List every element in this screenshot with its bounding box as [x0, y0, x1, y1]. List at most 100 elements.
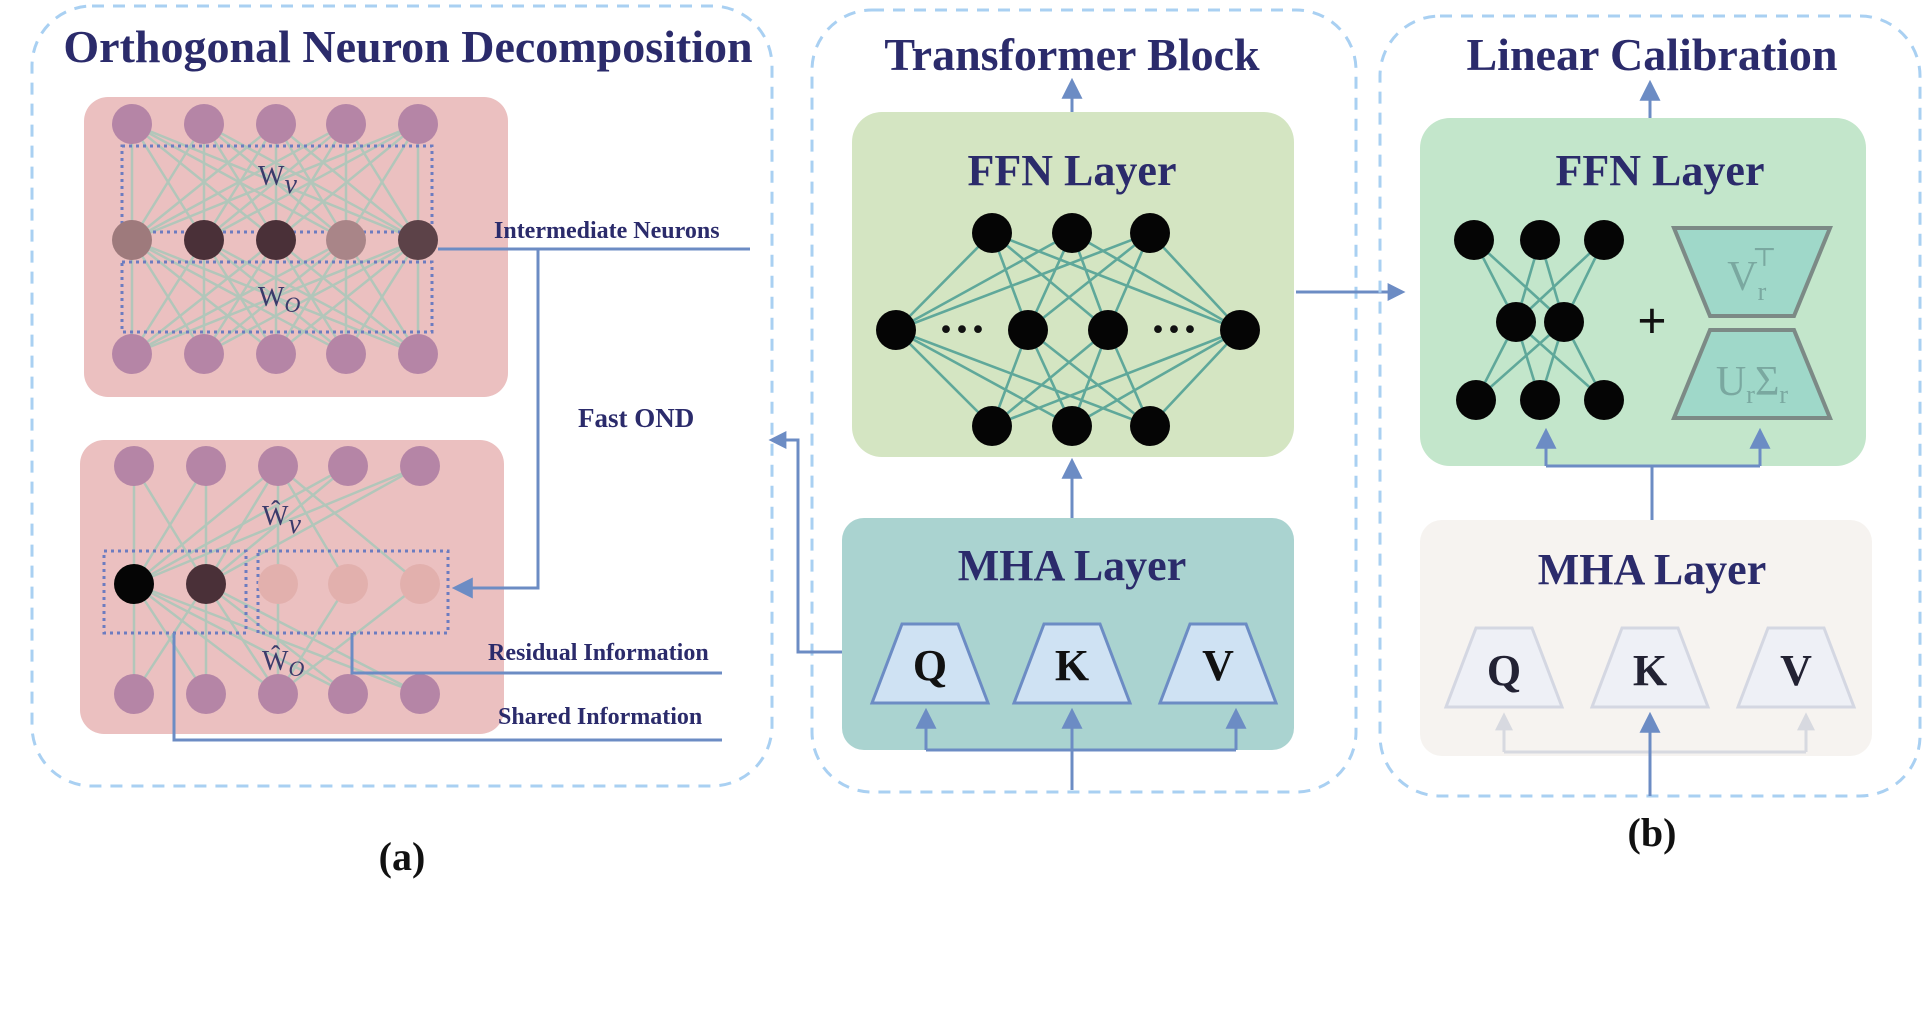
wo-hat-label: ŴO [262, 646, 304, 681]
wo-dotted-frame [120, 260, 434, 334]
connection-edge [130, 123, 206, 241]
output-neuron [398, 334, 438, 374]
connection-edge [991, 328, 1109, 428]
connection-edge [203, 238, 419, 356]
calib-v-label: V [1780, 646, 1812, 695]
connection-edge [204, 583, 280, 695]
intermediate-neurons-label: Intermediate Neurons [494, 218, 720, 244]
ffn-ellipsis-left: ··· [938, 303, 986, 356]
wv-hat-label: Ŵv [262, 501, 301, 540]
calib-branch-bus [1544, 464, 1760, 468]
calib-neuron [1520, 220, 1560, 260]
connection-edge [131, 239, 277, 355]
calib-neuron [1520, 380, 1560, 420]
ffn-neuron [1008, 310, 1048, 350]
connection-edge [344, 123, 420, 241]
intermediate-neuron [112, 220, 152, 260]
residual-connector [350, 633, 722, 675]
fast-ond-label: Fast OND [578, 403, 694, 433]
connection-edge [344, 239, 420, 355]
wv-label: Wv [258, 161, 297, 200]
connection-edge [132, 465, 208, 585]
v-label: V [1202, 641, 1234, 690]
mha-layer-label: MHA Layer [958, 541, 1187, 590]
panel-transformer: Transformer Block FFN Layer ··· ··· MHA … [768, 8, 1406, 794]
connection-edge [895, 232, 993, 331]
connection-edge [895, 231, 1073, 332]
input-neuron [258, 446, 298, 486]
intermediate-neuron [398, 220, 438, 260]
ur-sigma-trapezoid [1671, 328, 1833, 420]
connection-edge [1027, 231, 1151, 332]
calib-v-trapezoid [1735, 626, 1857, 709]
output-neuron [326, 334, 366, 374]
connection-edge [1071, 231, 1241, 332]
mha-to-fast-ond-arrow [768, 431, 842, 654]
connection-edge [276, 465, 350, 585]
panel-a: Orthogonal Neuron Decomposition Wv WO Ŵv… [30, 4, 774, 879]
connection-edge [204, 465, 280, 585]
connection-edge [275, 239, 419, 355]
residual-neuron [258, 564, 298, 604]
output-neuron [328, 674, 368, 714]
input-neuron [256, 104, 296, 144]
calib-neuron [1496, 302, 1536, 342]
connection-edge [130, 239, 206, 355]
ur-sigma-label: UrΣr [1716, 359, 1788, 409]
residual-information-label: Residual Information [488, 640, 709, 666]
calib-mha-label: MHA Layer [1538, 545, 1767, 594]
ffn-neurons [876, 213, 1260, 446]
calib-q-trapezoid [1443, 626, 1565, 709]
ffn-ellipsis-right: ··· [1150, 303, 1198, 356]
intermediate-neuron [326, 220, 366, 260]
connection-edge [132, 583, 208, 695]
k-trapezoid [1011, 622, 1133, 705]
panel-b-caption: (b) [1628, 810, 1677, 855]
ffn-layer-box [852, 112, 1294, 457]
connection-edge [203, 122, 419, 242]
calib-neuron [1456, 380, 1496, 420]
input-neuron [400, 446, 440, 486]
connection-edge [131, 238, 419, 356]
q-trapezoid [869, 622, 991, 705]
connection-edge [131, 122, 347, 242]
panel-linear: Linear Calibration FFN Layer + Vr⊤ UrΣr … [1378, 14, 1922, 855]
plus-sign: + [1637, 293, 1667, 350]
input-neuron [184, 104, 224, 144]
top-block-neurons [112, 104, 438, 374]
calib-k-trapezoid [1589, 626, 1711, 709]
ffn-neuron [876, 310, 916, 350]
connection-edge [131, 122, 419, 242]
calib-k-label: K [1633, 646, 1667, 695]
ffn-neuron [1052, 406, 1092, 446]
input-neuron [186, 446, 226, 486]
ffn-neuron [1220, 310, 1260, 350]
calib-neuron [1454, 220, 1494, 260]
shared-neuron [186, 564, 226, 604]
ffn-neuron [1088, 310, 1128, 350]
residual-neuron [400, 564, 440, 604]
shared-neuron [114, 564, 154, 604]
intermediate-neuron [184, 220, 224, 260]
connection-edge [131, 123, 277, 241]
calib-neuron [1584, 220, 1624, 260]
connection-edge [1149, 329, 1241, 427]
intermediate-down-arrow [451, 249, 540, 599]
input-neuron [398, 104, 438, 144]
ffn-neuron [1130, 213, 1170, 253]
calib-neuron [1544, 302, 1584, 342]
vr-transpose-label: Vr⊤ [1727, 243, 1776, 306]
connection-edge [275, 123, 419, 241]
calib-neuron [1584, 380, 1624, 420]
connection-edge [131, 238, 347, 356]
output-neuron [114, 674, 154, 714]
shared-connector [172, 633, 722, 742]
vr-trapezoid [1671, 226, 1833, 318]
transformer-frame [810, 8, 1358, 794]
connection-edge [1149, 232, 1241, 331]
output-neuron [112, 334, 152, 374]
linear-title: Linear Calibration [1466, 29, 1837, 80]
connection-edge [991, 231, 1241, 332]
wo-label: WO [258, 282, 300, 317]
output-neuron [258, 674, 298, 714]
